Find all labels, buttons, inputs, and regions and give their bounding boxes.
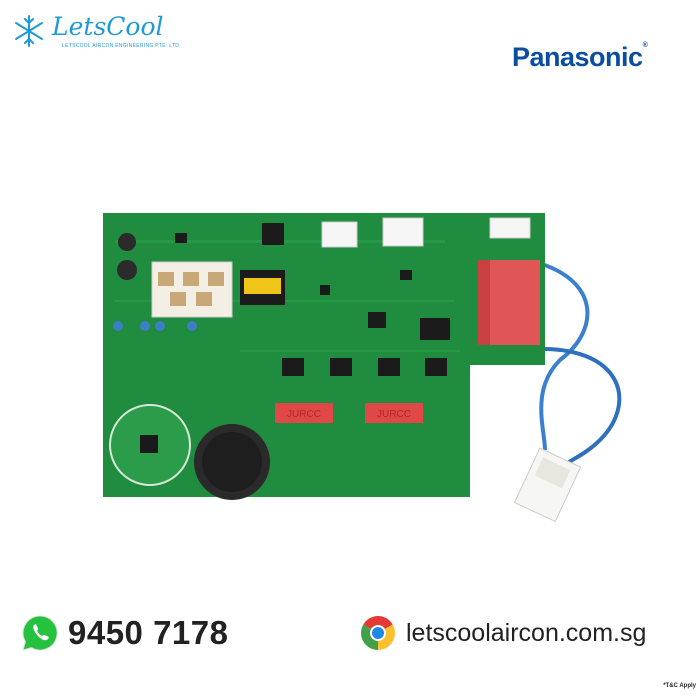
relay-label: JURCC <box>287 409 321 420</box>
whatsapp-icon <box>22 615 58 651</box>
snowflake-icon <box>15 15 43 47</box>
white-connector <box>382 217 424 247</box>
letscool-logo: LetsCool LETSCOOL AIRCON ENGINEERING PTE… <box>12 12 182 52</box>
panasonic-logo: Panasonic® <box>512 42 648 73</box>
logo-text: LetsCool <box>52 12 164 41</box>
phone-number: 9450 7178 <box>68 614 229 651</box>
brand-name: Panasonic <box>512 42 643 72</box>
relay-label: JURCC <box>377 409 411 420</box>
chrome-icon <box>361 616 395 650</box>
blue-wire <box>519 346 622 467</box>
phone-contact[interactable]: 9450 7178 <box>20 613 229 653</box>
logo-subtitle: LETSCOOL AIRCON ENGINEERING PTE. LTD. <box>62 43 181 49</box>
relay-2 <box>365 403 423 423</box>
brand-registered-mark: ® <box>642 42 648 49</box>
website-link[interactable]: letscoolaircon.com.sg <box>360 615 646 651</box>
website-url: letscoolaircon.com.sg <box>406 618 647 647</box>
white-connector <box>321 221 358 248</box>
white-connector <box>151 261 233 318</box>
disclaimer: *T&C Apply <box>663 683 696 689</box>
blue-wire <box>534 260 590 451</box>
white-connector <box>489 217 531 239</box>
relay-1 <box>275 403 333 423</box>
ic-chips <box>175 223 450 376</box>
wire-plug <box>513 447 582 523</box>
